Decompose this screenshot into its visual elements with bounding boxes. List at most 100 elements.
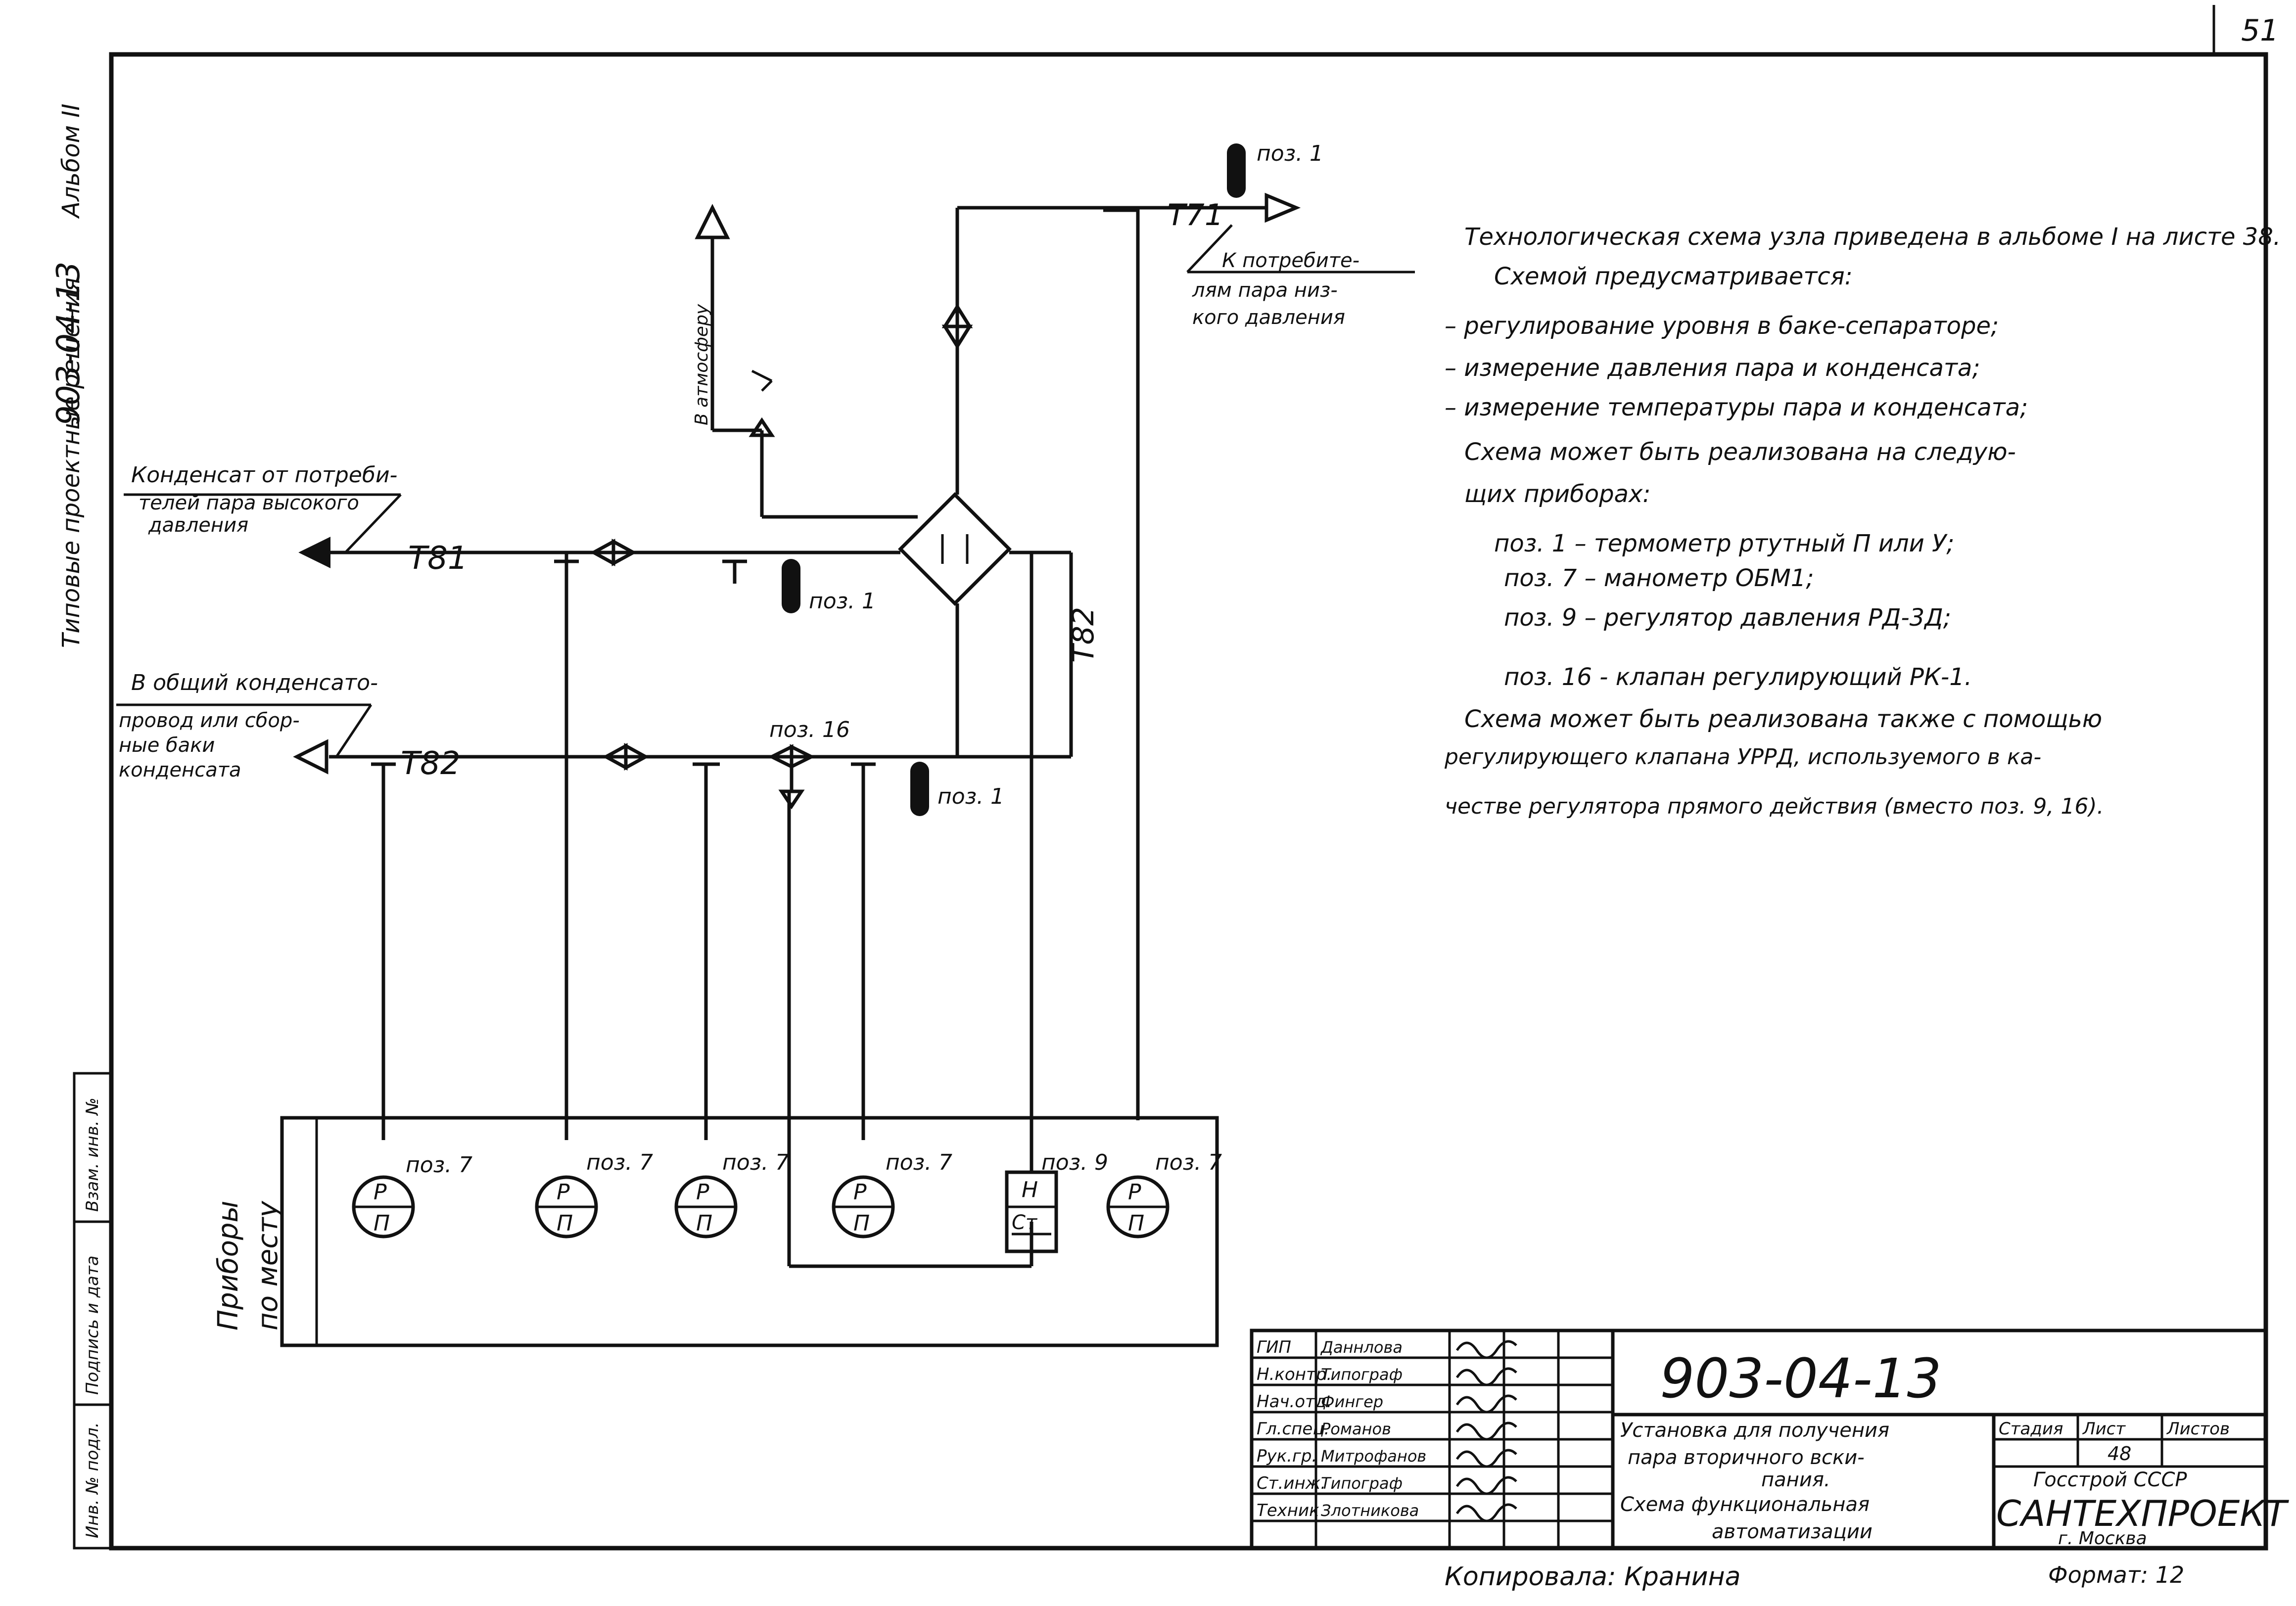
flow-arrows: [293, 192, 1301, 775]
svg-text:регулирующего клапана УРРД, ис: регулирующего клапана УРРД, используемог…: [1444, 744, 2041, 770]
svg-text:ные баки: ные баки: [119, 734, 215, 757]
svg-text:поз. 9 – регулятор давления РД: поз. 9 – регулятор давления РД-3Д;: [1504, 604, 1951, 632]
pressure-gauge: Р П поз. 7: [352, 1152, 472, 1239]
signature-mark: [1455, 1449, 1517, 1468]
svg-text:К потребите-: К потребите-: [1222, 249, 1359, 272]
svg-text:П: П: [1128, 1211, 1144, 1236]
album-side-labels: Типовые проектные решения 903-04-13 Альб…: [50, 103, 87, 648]
svg-text:– измерение давления пара и ко: – измерение давления пара и конденсата;: [1445, 354, 1980, 382]
role-norm-control: Н.контр.: [1257, 1365, 1332, 1384]
pressure-gauge: Р П поз. 7: [535, 1150, 653, 1239]
drawing-frame: [109, 52, 2268, 1551]
pressure-gauge: Р П поз. 7: [832, 1150, 952, 1239]
sheet-value: 48: [2108, 1443, 2131, 1465]
signature-mark: [1455, 1394, 1517, 1414]
svg-text:давления: давления: [148, 514, 248, 537]
local-instruments-panel: Приборы по месту: [212, 1116, 1219, 1347]
name-gip: Даннлова: [1320, 1338, 1403, 1357]
signature-mark: [1455, 1503, 1517, 1522]
svg-text:Ст: Ст: [1012, 1211, 1038, 1234]
name-technician: Злотникова: [1321, 1501, 1419, 1520]
svg-text:провод или сбор-: провод или сбор-: [119, 709, 300, 732]
name-dept-head: Фингер: [1321, 1392, 1383, 1411]
doc-code: 903-04-13: [1660, 1347, 1941, 1410]
pipe-t82-label: Т82: [401, 745, 461, 782]
name-chief-spec: Романов: [1321, 1420, 1391, 1438]
signature-mark: [1455, 1422, 1517, 1441]
role-technician: Техник: [1257, 1501, 1319, 1520]
title-line-3: пания.: [1761, 1468, 1830, 1491]
org-city: г. Москва: [2058, 1528, 2147, 1549]
title-line-1: Установка для получения: [1620, 1419, 1889, 1442]
svg-text:Р: Р: [1128, 1180, 1141, 1205]
org-gosstroy: Госстрой СССР: [2033, 1468, 2187, 1491]
svg-text:Схема может быть реализована н: Схема может быть реализована на следую-: [1464, 438, 2016, 466]
sheet-header: Лист: [2082, 1419, 2126, 1439]
svg-text:щих приборах:: щих приборах:: [1464, 480, 1651, 508]
svg-text:П: П: [374, 1211, 390, 1236]
separator-tank: [898, 492, 1012, 606]
role-senior-eng: Ст.инж.: [1257, 1473, 1326, 1493]
svg-text:телей пара высокого: телей пара высокого: [139, 492, 359, 514]
description-block: Технологическая схема узла приведена в а…: [1444, 223, 2281, 819]
signature-mark: [1455, 1340, 1517, 1359]
stamp-inv-no: Инв. № подл.: [83, 1422, 102, 1538]
org-santehproekt: САНТЕХПРОЕКТ: [1996, 1493, 2289, 1534]
svg-text:поз. 7 – манометр ОБМ1;: поз. 7 – манометр ОБМ1;: [1504, 564, 1814, 592]
title-line-4: Схема функциональная: [1620, 1493, 1870, 1516]
pos1-label-lower: поз. 1: [937, 784, 1004, 809]
svg-text:П: П: [696, 1211, 712, 1236]
pos1-label-top: поз. 1: [1257, 141, 1323, 166]
svg-text:конденсата: конденсата: [119, 759, 241, 781]
format-label: Формат: 12: [2048, 1561, 2184, 1588]
temperature-points: [371, 143, 1246, 816]
name-norm-control: Типограф: [1321, 1365, 1403, 1384]
pressure-gauge: Р П поз. 7: [674, 1150, 789, 1239]
pos7-label: поз. 7: [1155, 1150, 1222, 1175]
sheets-header: Листов: [2166, 1419, 2230, 1439]
pos7-label: поз. 7: [406, 1152, 472, 1178]
pressure-gauge: Р П поз. 7: [1106, 1150, 1222, 1239]
series-label: Типовые проектные решения: [57, 277, 85, 648]
pipe-t71-label: Т71: [1168, 198, 1223, 232]
consumer-low-note: К потребите- лям пара низ- кого давления: [1186, 224, 1415, 329]
svg-text:Р: Р: [374, 1180, 387, 1205]
svg-text:Схемой предусматривается:: Схемой предусматривается:: [1494, 263, 1853, 290]
svg-text:поз. 1 – термометр ртутный П и: поз. 1 – термометр ртутный П или У;: [1494, 530, 1954, 557]
title-line-2: пара вторичного вски-: [1628, 1446, 1865, 1469]
svg-text:честве регулятора прямого дейс: честве регулятора прямого действия (вмес…: [1445, 794, 2104, 819]
pos16-label: поз. 16: [769, 717, 850, 742]
role-group-lead: Рук.гр.: [1257, 1446, 1317, 1466]
svg-text:лям пара низ-: лям пара низ-: [1192, 279, 1338, 302]
pos7-label: поз. 7: [886, 1150, 952, 1175]
signature-mark: [1455, 1367, 1517, 1386]
signature-mark: [1455, 1476, 1517, 1495]
title-block: 903-04-13 Установка для получения пара в…: [1250, 1329, 2289, 1550]
valves: [590, 303, 973, 810]
instruments-label-1: Приборы: [212, 1200, 244, 1331]
pipe-t81-label: Т81: [408, 540, 468, 577]
instruments-label-2: по месту: [252, 1200, 284, 1331]
pipe-t82-vertical-label: Т82: [1066, 607, 1101, 663]
copied-by: Копировала: Кранина: [1445, 1562, 1740, 1592]
svg-text:П: П: [853, 1211, 870, 1236]
stamp-replaced-inv: Взам. инв. №: [83, 1098, 102, 1212]
stage-header: Стадия: [1999, 1419, 2063, 1439]
sheet-number: 51: [2241, 13, 2279, 48]
svg-text:Н: Н: [1022, 1177, 1038, 1202]
svg-text:Схема может быть реализована т: Схема может быть реализована также с пом…: [1464, 705, 2102, 733]
svg-text:– измерение температуры пара и: – измерение температуры пара и конденсат…: [1445, 394, 2028, 421]
stamp-signature-date: Подпись и дата: [83, 1255, 102, 1395]
role-dept-head: Нач.отд.: [1257, 1392, 1332, 1412]
role-gip: ГИП: [1257, 1337, 1291, 1357]
name-group-lead: Митрофанов: [1321, 1447, 1426, 1466]
album-label: Альбом II: [57, 103, 85, 219]
to-atmosphere-label: В атмосферу: [692, 304, 712, 425]
svg-text:Р: Р: [696, 1180, 709, 1205]
svg-text:кого давления: кого давления: [1192, 306, 1345, 329]
pressure-regulator: Н Ст поз. 9: [1005, 1150, 1108, 1253]
svg-text:Р: Р: [853, 1180, 867, 1205]
condensate-to-note: В общий конденсато- провод или сбор- ные…: [116, 670, 378, 781]
condensate-from-note: Конденсат от потреби- телей пара высоког…: [124, 462, 402, 552]
